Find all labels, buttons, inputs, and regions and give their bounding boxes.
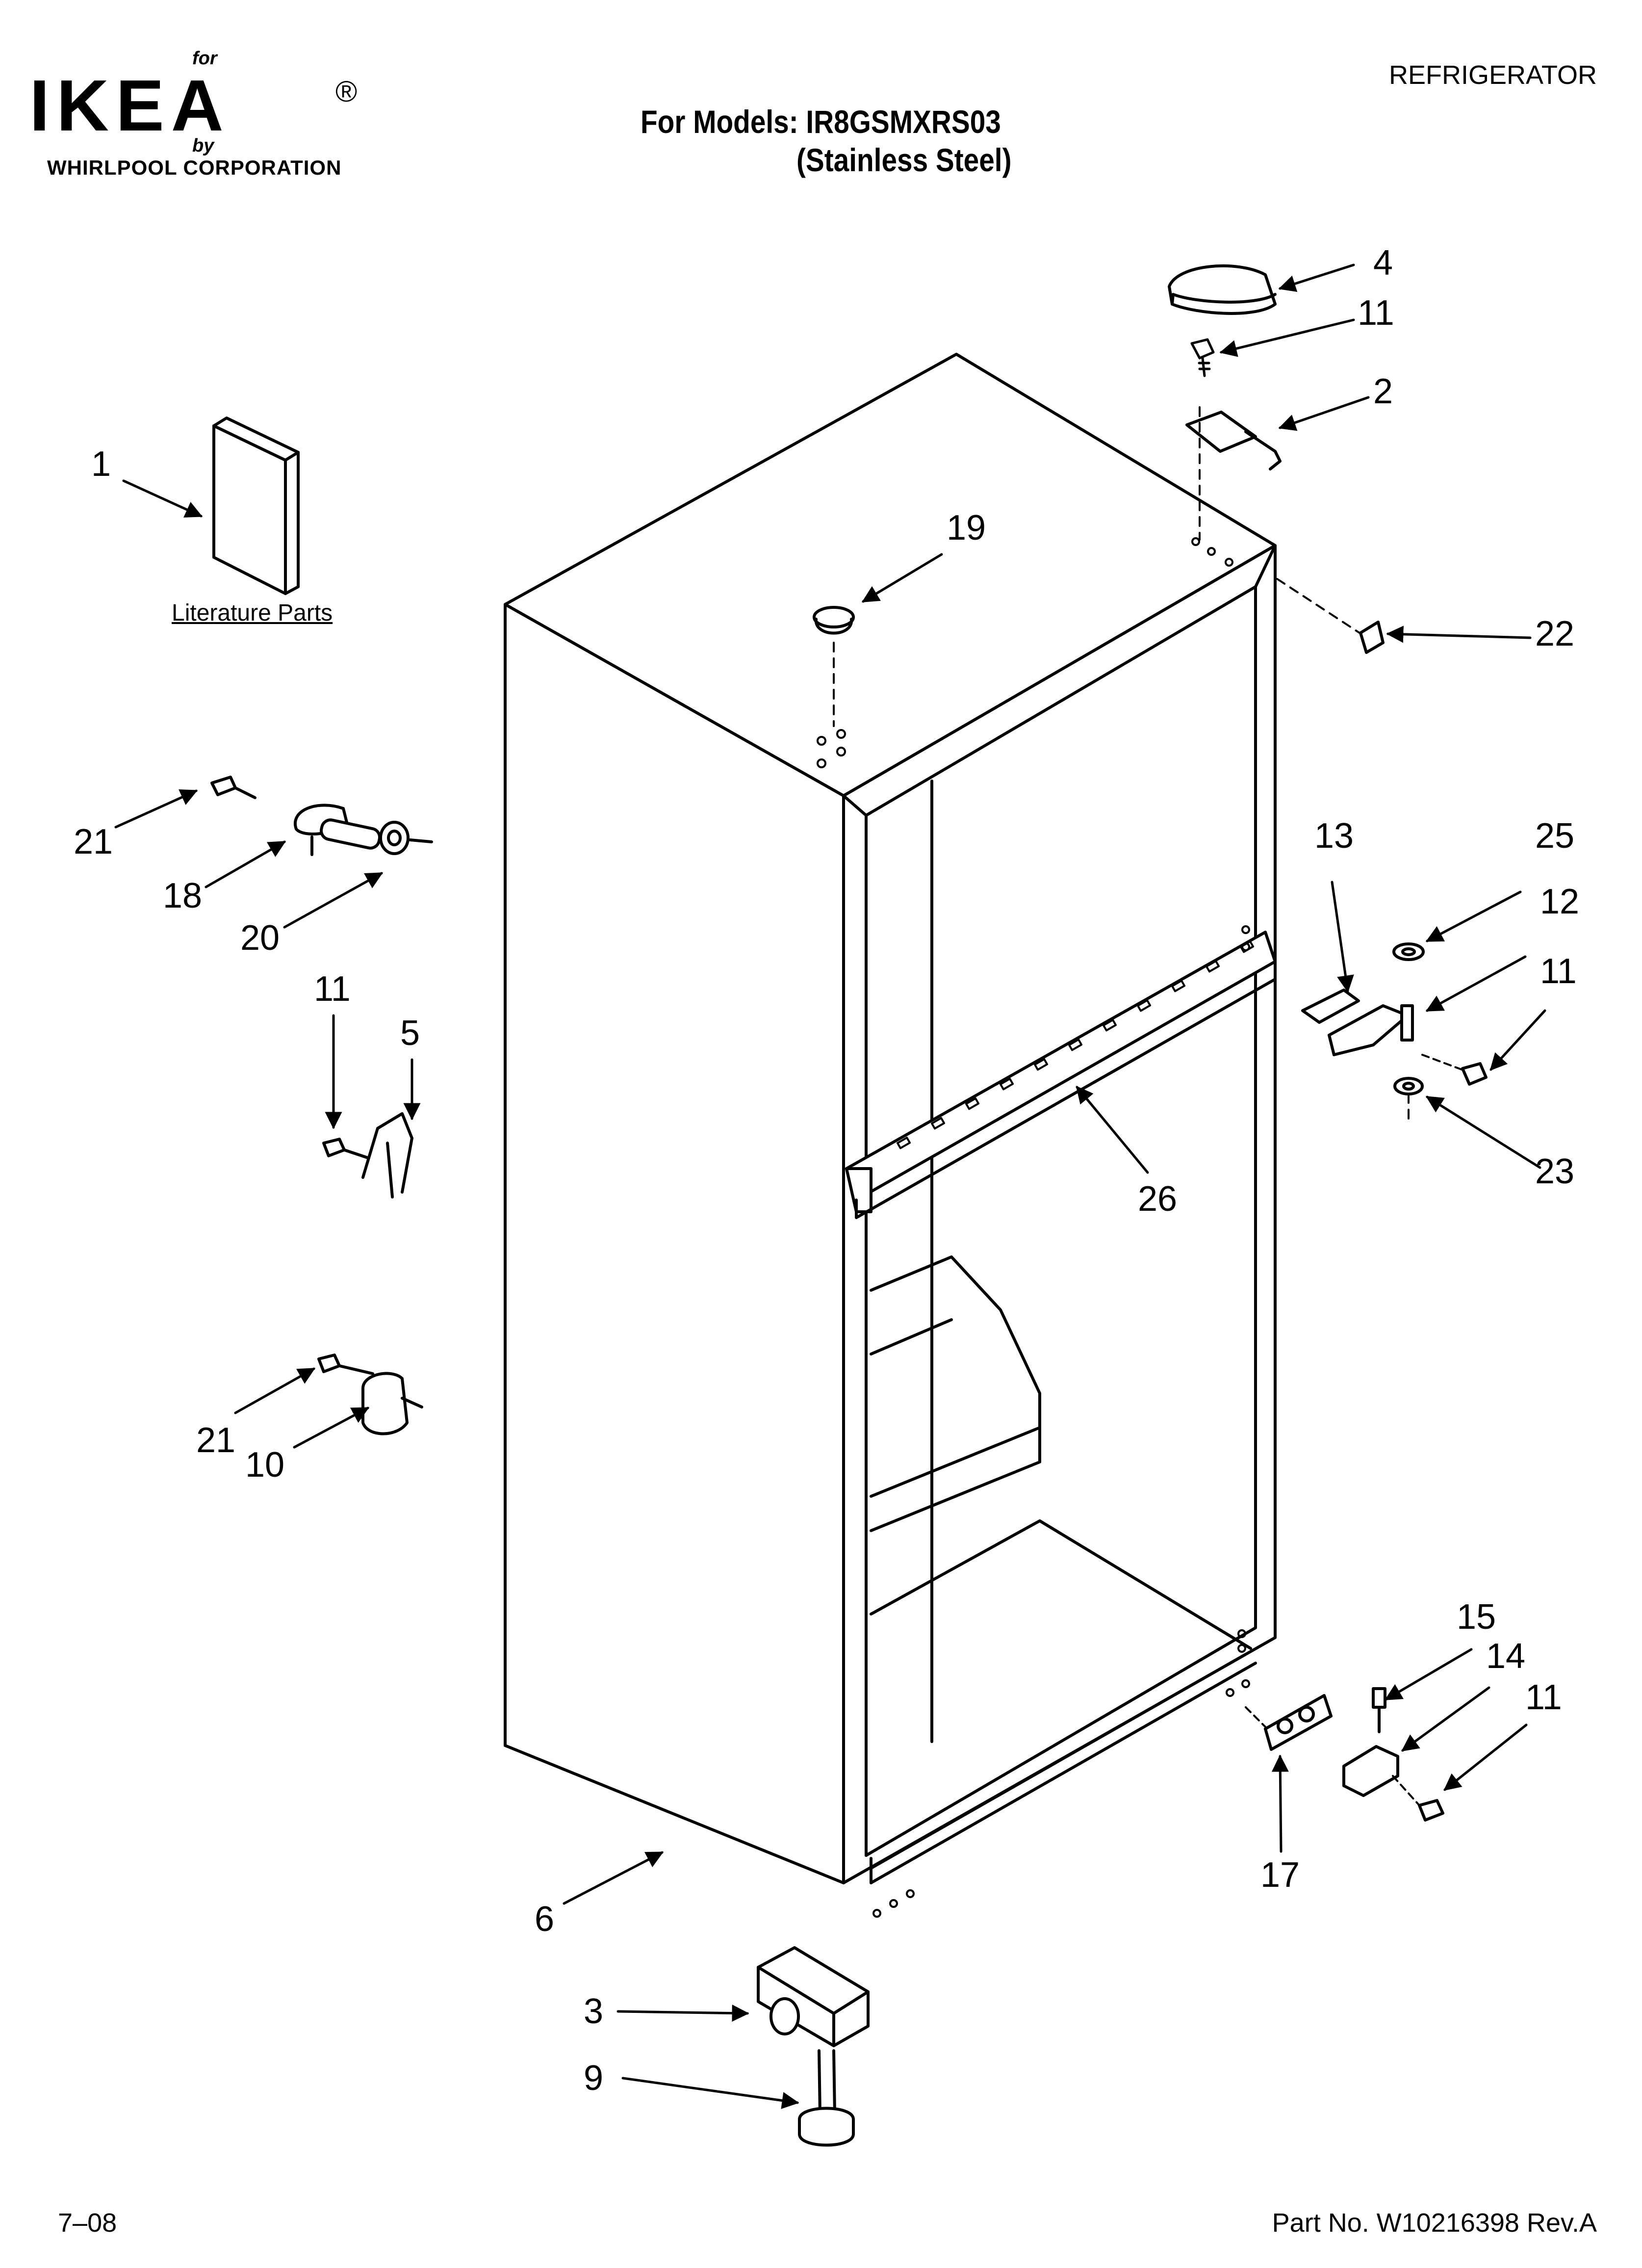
callout-9: 9	[584, 2059, 604, 2098]
revision-date: 7–08	[58, 2208, 117, 2238]
callout-19: 19	[947, 508, 986, 547]
leveling-leg-icon	[798, 2049, 855, 2147]
callout-15: 15	[1457, 1597, 1496, 1637]
callout-6: 6	[535, 1900, 555, 1939]
refrigerator-cabinet	[504, 353, 1277, 1918]
shim-icon	[1276, 578, 1385, 654]
ikea-logo: IKEA	[29, 65, 231, 146]
callout-5: 5	[400, 1014, 420, 1053]
callout-11: 11	[1525, 1678, 1562, 1717]
callout-leader-lines	[114, 263, 1546, 2109]
callout-12: 12	[1540, 882, 1580, 921]
callout-14: 14	[1486, 1637, 1526, 1676]
callout-11: 11	[1358, 293, 1394, 333]
literature-parts-label: Literature Parts	[172, 600, 333, 626]
callout-11: 11	[1540, 952, 1577, 991]
logo-for-text: for	[192, 48, 217, 69]
callout-18: 18	[163, 876, 203, 915]
top-hinge-icon	[1185, 406, 1282, 541]
callout-13: 13	[1314, 816, 1354, 856]
model-number-title: For Models: IR8GSMXRS03	[641, 104, 1001, 140]
door-stop-assembly-icon	[210, 776, 433, 856]
screw-icon	[1190, 338, 1215, 377]
callout-21: 21	[196, 1421, 236, 1460]
plug-icon	[813, 606, 855, 727]
callout-4: 4	[1373, 243, 1393, 283]
hinge-clip-icon	[317, 1354, 423, 1435]
callout-1: 1	[91, 444, 111, 484]
registered-mark: ®	[335, 75, 358, 108]
callout-22: 22	[1535, 614, 1575, 653]
company-name: WHIRLPOOL CORPORATION	[47, 156, 342, 179]
literature-booklet-icon	[212, 417, 300, 595]
document-type: REFRIGERATOR	[1388, 60, 1597, 90]
callout-23: 23	[1535, 1152, 1575, 1191]
callout-25: 25	[1535, 816, 1575, 856]
model-finish-subtitle: (Stainless Steel)	[796, 142, 1012, 178]
hinge-cover-icon	[1168, 264, 1277, 315]
callout-11: 11	[314, 969, 351, 1009]
bottom-hinge-icon	[1245, 1687, 1444, 1822]
center-hinge-icon	[1301, 942, 1488, 1124]
callout-10: 10	[245, 1445, 285, 1485]
logo-by-text: by	[192, 135, 214, 156]
callout-3: 3	[584, 1992, 604, 2031]
callout-2: 2	[1373, 372, 1393, 411]
callout-17: 17	[1260, 1855, 1300, 1895]
roller-assembly-icon	[757, 1946, 870, 2047]
part-number: Part No. W10216398 Rev.A	[1272, 2208, 1597, 2238]
callout-21: 21	[74, 822, 113, 861]
handle-bracket-icon	[322, 1112, 413, 1199]
callout-20: 20	[240, 918, 280, 958]
callout-26: 26	[1138, 1179, 1178, 1219]
